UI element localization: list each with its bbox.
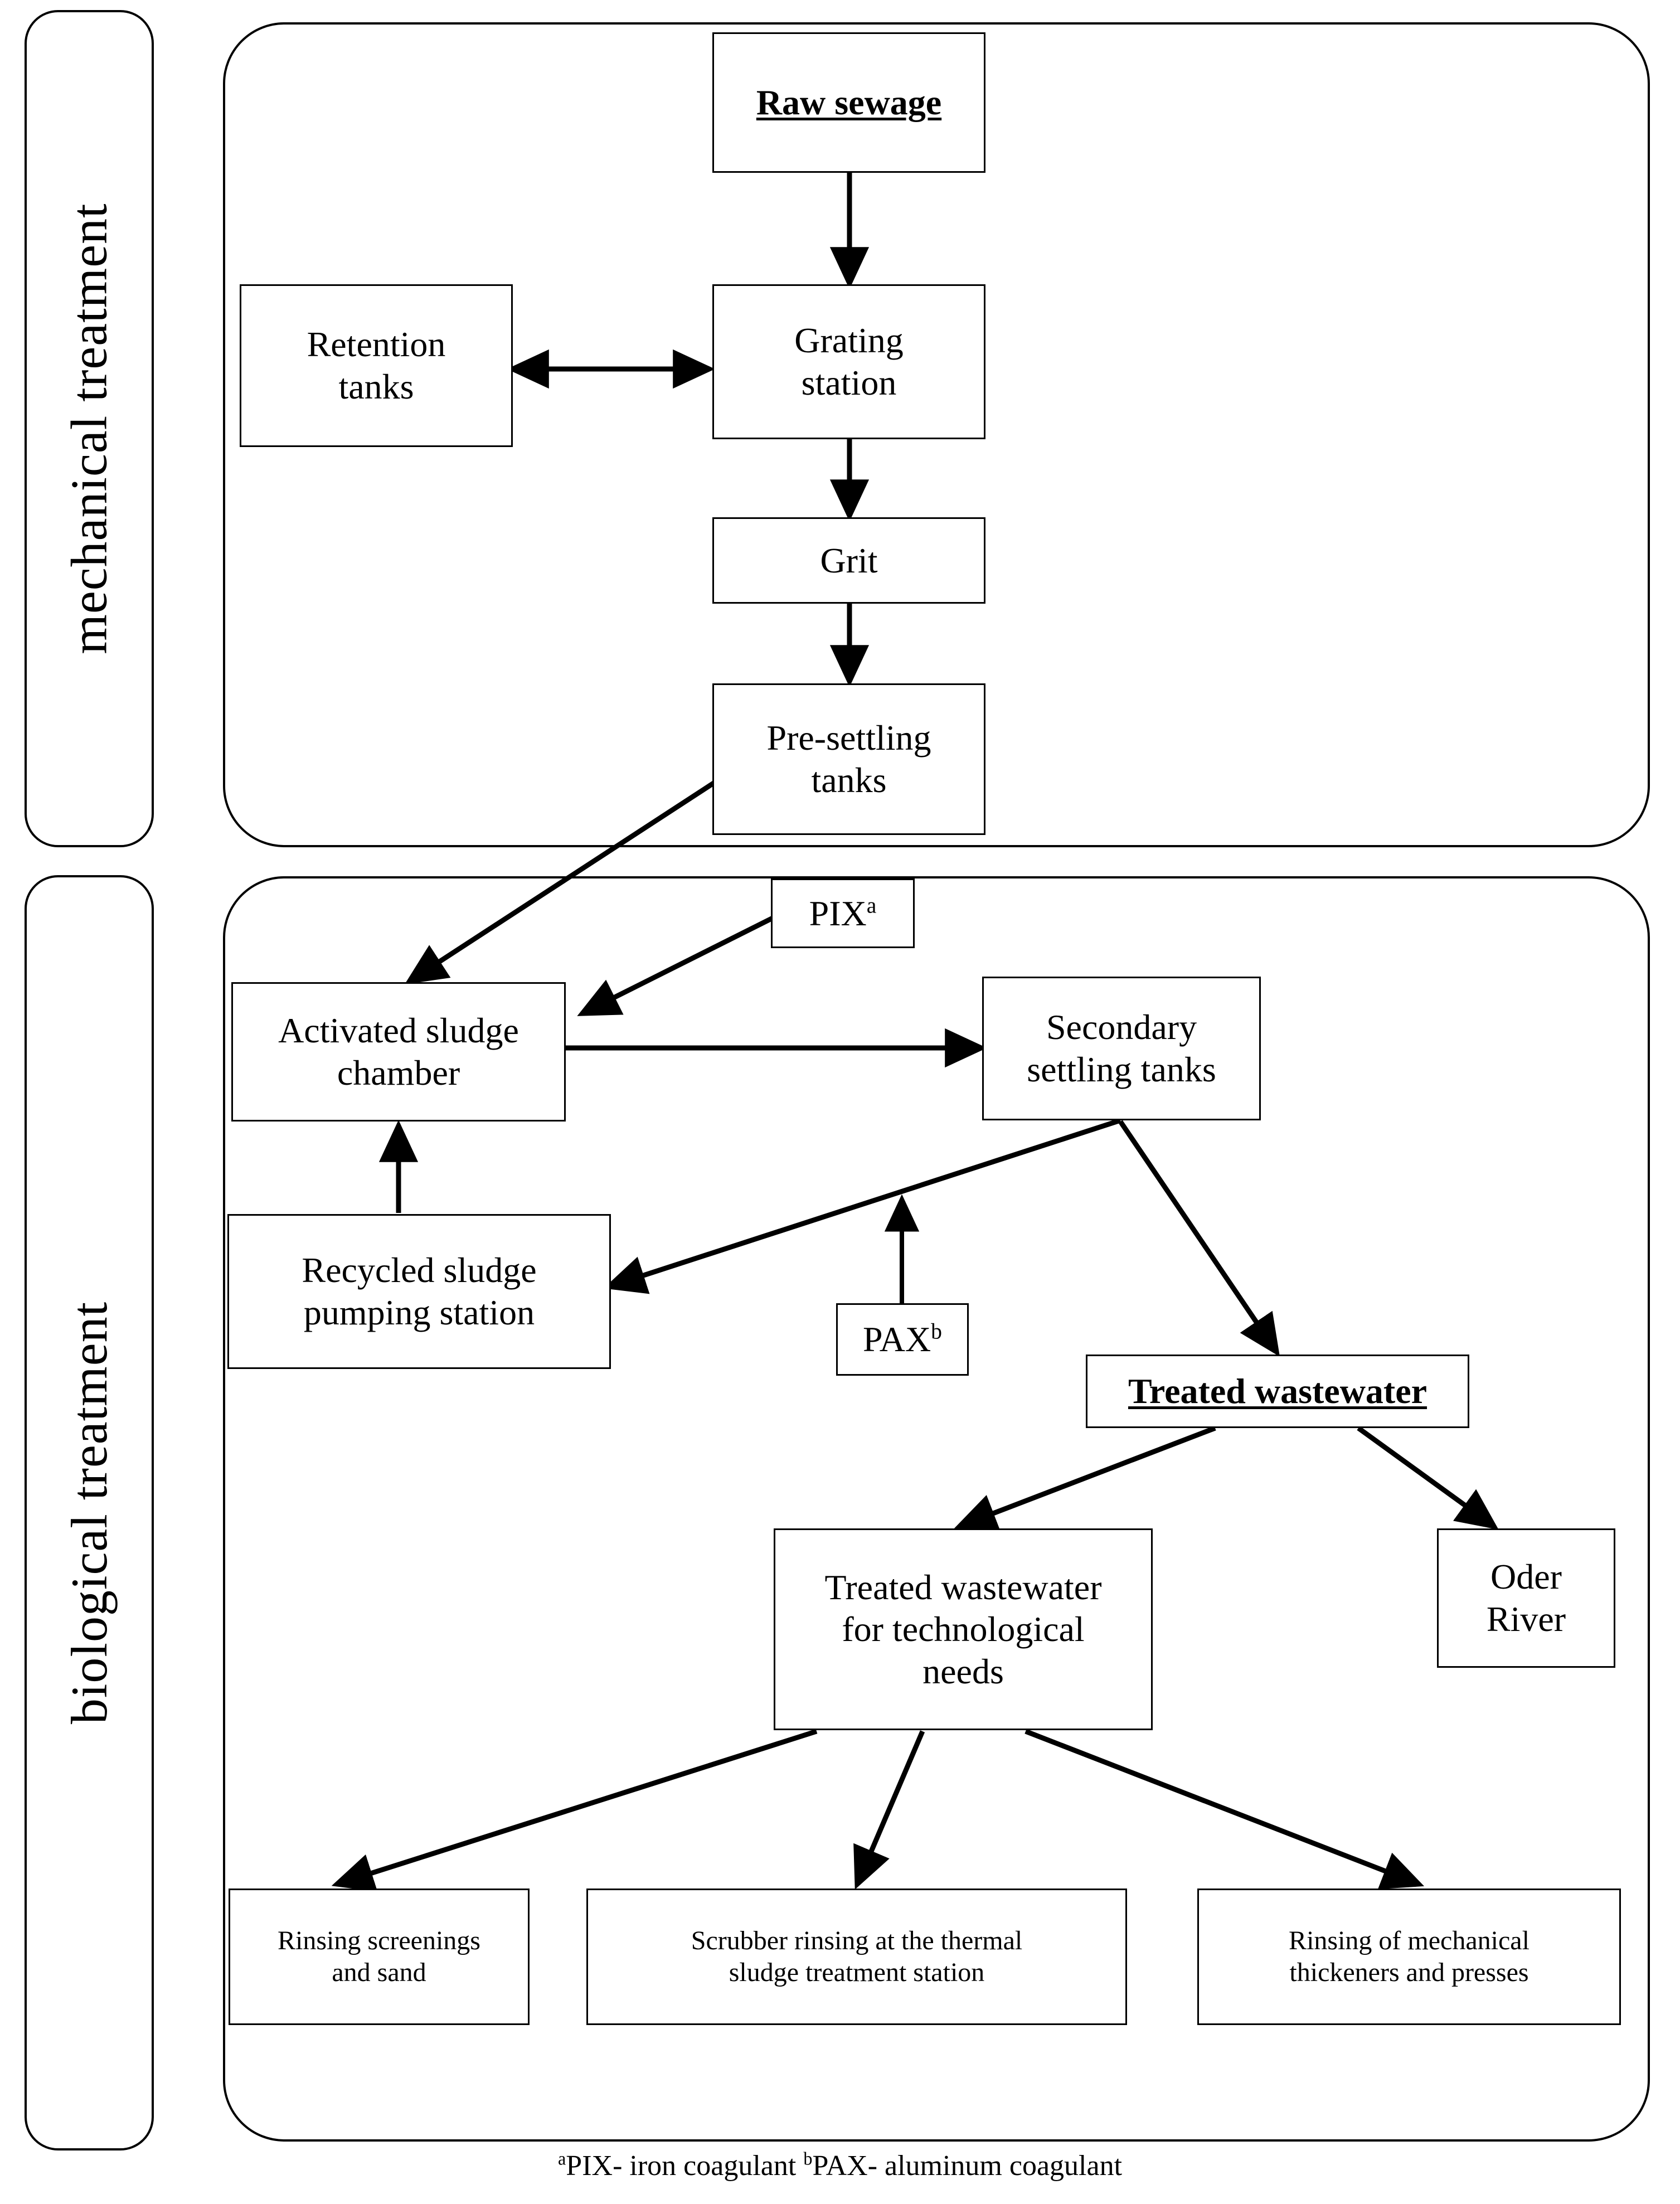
node-retention-tanks[interactable]: Retention tanks [240,284,513,447]
node-activated-sludge-chamber-label-line1: Activated sludge [278,1011,519,1051]
section-label-biological-treatment-text: biological treatment [61,1301,118,1725]
node-rinsing-screenings-and-sand[interactable]: Rinsing screenings and sand [229,1889,530,2025]
node-rinsing-mechanical-thickeners-presses-label-line1: Rinsing of mechanical [1289,1925,1530,1955]
node-treated-wastewater-technological-needs-label-line1: Treated wastewater [824,1567,1102,1607]
node-rinsing-mechanical-thickeners-presses-label-line2: thickeners and presses [1289,1957,1529,1987]
node-scrubber-rinsing-thermal-sludge-label-line1: Scrubber rinsing at the thermal [691,1925,1023,1955]
footnote-pix-marker: a [557,2148,566,2169]
section-band-biological [223,876,1650,2142]
node-rinsing-screenings-and-sand-label-line2: and sand [332,1957,426,1987]
node-pix-superscript: a [866,893,877,918]
node-grating-station-label-line1: Grating [794,321,904,361]
footnote-coagulant-legend: aPIX- iron coagulant bPAX- aluminum coag… [0,2149,1680,2182]
node-grit[interactable]: Grit [712,517,985,604]
node-pax-superscript: b [931,1319,942,1344]
node-activated-sludge-chamber[interactable]: Activated sludge chamber [231,982,566,1122]
node-pre-settling-tanks[interactable]: Pre-settling tanks [712,683,985,835]
node-scrubber-rinsing-thermal-sludge-label-line2: sludge treatment station [729,1957,985,1987]
node-secondary-settling-tanks-label-line1: Secondary [1046,1007,1197,1047]
node-recycled-sludge-pumping-station-label-line1: Recycled sludge [302,1250,537,1290]
section-label-mechanical-treatment-text: mechanical treatment [61,203,118,654]
node-oder-river-label-line2: River [1486,1599,1566,1639]
node-raw-sewage[interactable]: Raw sewage [712,32,985,173]
node-oder-river-label-line1: Oder [1490,1557,1562,1597]
node-pax-label: PAXb [863,1318,942,1361]
node-grating-station[interactable]: Grating station [712,284,985,439]
node-recycled-sludge-pumping-station-label-line2: pumping station [303,1293,535,1332]
node-scrubber-rinsing-thermal-sludge[interactable]: Scrubber rinsing at the thermal sludge t… [586,1889,1127,2025]
node-treated-wastewater-technological-needs[interactable]: Treated wastewater for technological nee… [774,1528,1153,1730]
node-treated-wastewater-technological-needs-label-line3: needs [922,1651,1004,1691]
section-label-mechanical-treatment: mechanical treatment [25,10,154,847]
node-retention-tanks-label-line1: Retention [307,324,446,365]
node-pre-settling-tanks-label-line1: Pre-settling [766,718,931,758]
node-pre-settling-tanks-label-line2: tanks [811,760,887,800]
node-oder-river[interactable]: Oder River [1437,1528,1615,1668]
node-treated-wastewater[interactable]: Treated wastewater [1086,1355,1469,1428]
node-recycled-sludge-pumping-station[interactable]: Recycled sludge pumping station [227,1214,611,1369]
node-rinsing-screenings-and-sand-label-line1: Rinsing screenings [278,1925,480,1955]
node-pix-text: PIX [809,893,867,933]
section-label-biological-treatment: biological treatment [25,875,154,2150]
node-pax[interactable]: PAXb [836,1303,969,1376]
footnote-pax-marker: b [803,2148,813,2169]
node-treated-wastewater-technological-needs-label-line2: for technological [842,1609,1085,1649]
footnote-pix-text: PIX- iron coagulant [566,2150,804,2182]
footnote-pax-text: PAX- aluminum coagulant [812,2150,1123,2182]
node-grating-station-label-line2: station [801,363,897,402]
node-activated-sludge-chamber-label-line2: chamber [337,1053,460,1093]
node-pix-label: PIXa [809,892,877,935]
node-retention-tanks-label-line2: tanks [338,367,414,406]
section-band-mechanical [223,22,1650,847]
node-secondary-settling-tanks[interactable]: Secondary settling tanks [982,977,1261,1120]
node-treated-wastewater-label: Treated wastewater [1128,1371,1427,1411]
node-pax-text: PAX [863,1319,931,1360]
node-raw-sewage-label: Raw sewage [756,82,942,123]
node-rinsing-mechanical-thickeners-presses[interactable]: Rinsing of mechanical thickeners and pre… [1197,1889,1621,2025]
node-grit-label: Grit [820,540,878,580]
node-secondary-settling-tanks-label-line2: settling tanks [1027,1050,1216,1089]
node-pix[interactable]: PIXa [771,878,915,948]
